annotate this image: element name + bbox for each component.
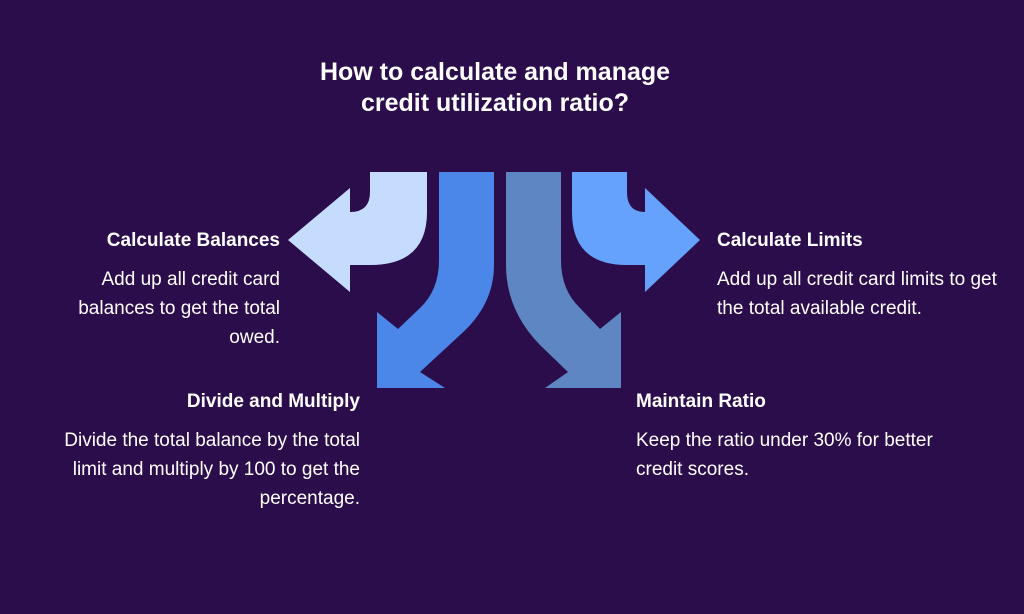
step-calculate-limits: Calculate Limits Add up all credit card …	[717, 229, 1007, 323]
diagram-title: How to calculate and manage credit utili…	[319, 58, 671, 117]
step-heading: Divide and Multiply	[186, 391, 360, 412]
arrow-calculate-balances	[288, 172, 427, 292]
arrow-divide-and-multiply	[377, 172, 494, 388]
step-calculate-balances: Calculate Balances Add up all credit car…	[30, 229, 280, 352]
step-heading: Maintain Ratio	[636, 391, 766, 412]
arrow-maintain-ratio	[506, 172, 621, 388]
step-description: Keep the ratio under 30% for better cred…	[636, 430, 933, 480]
step-description: Divide the total balance by the total li…	[64, 430, 360, 509]
step-heading: Calculate Limits	[717, 230, 863, 251]
arrow-calculate-limits	[572, 172, 700, 292]
step-description: Add up all credit card limits to get the…	[717, 269, 997, 319]
step-divide-and-multiply: Divide and Multiply Divide the total bal…	[60, 390, 360, 513]
step-maintain-ratio: Maintain Ratio Keep the ratio under 30% …	[636, 390, 956, 484]
step-description: Add up all credit card balances to get t…	[78, 269, 280, 348]
step-heading: Calculate Balances	[106, 230, 280, 251]
